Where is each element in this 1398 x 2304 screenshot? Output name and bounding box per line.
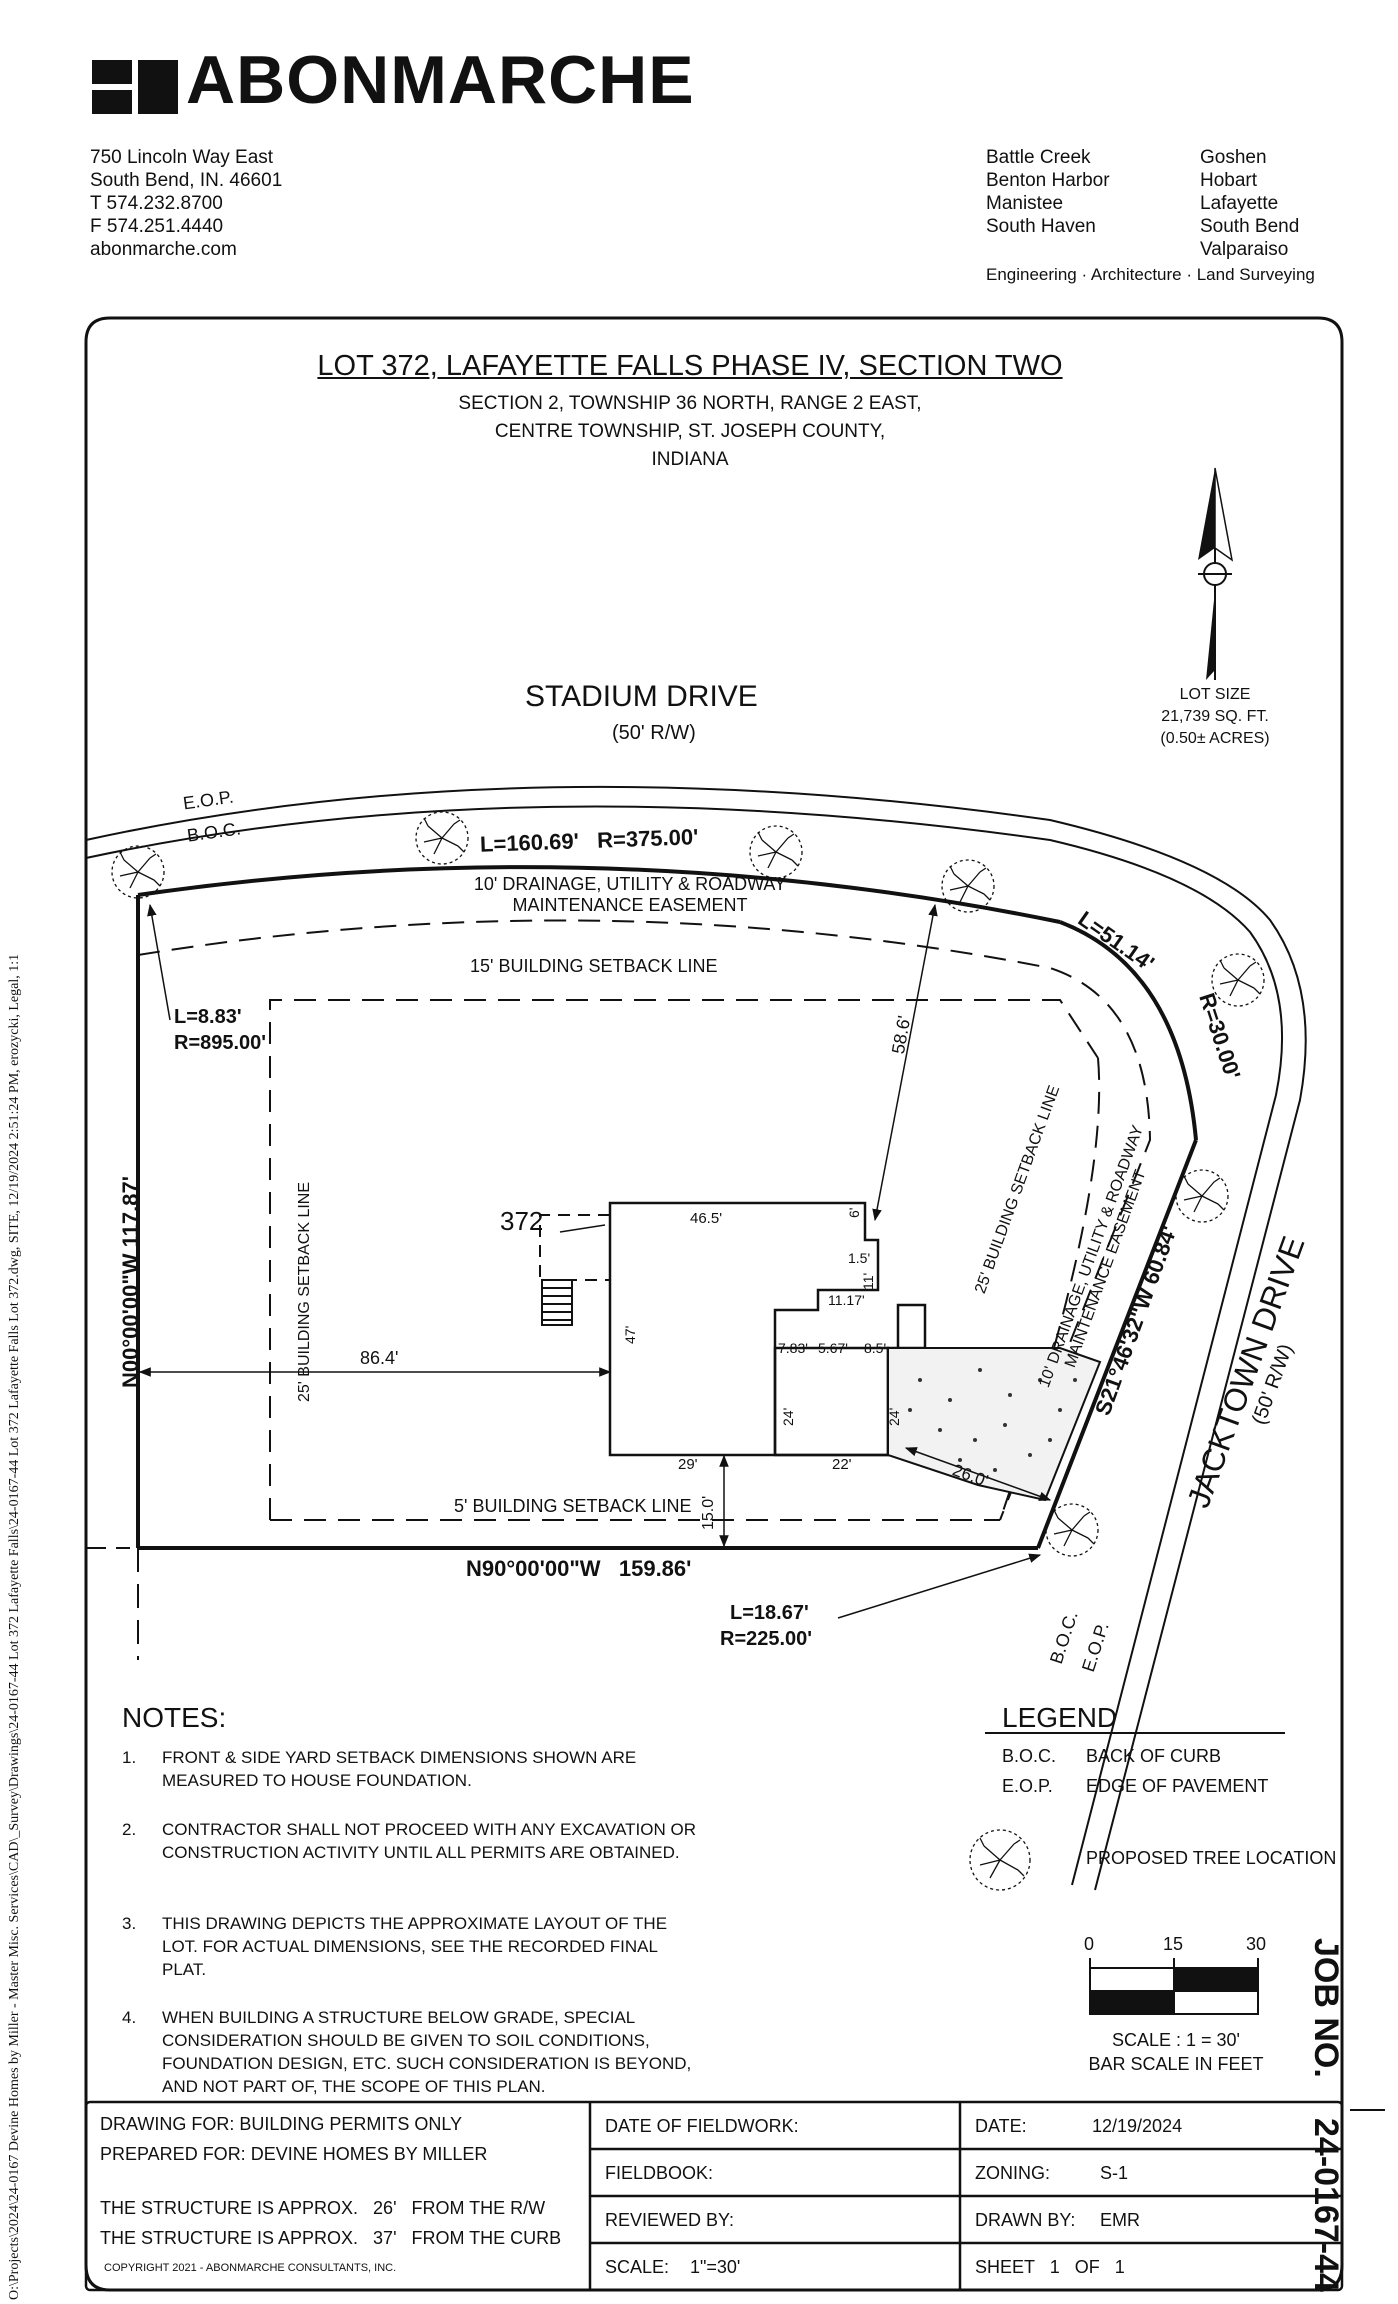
stadium-eop-line <box>85 785 1307 1891</box>
township-line: CENTRE TOWNSHIP, ST. JOSEPH COUNTY, <box>494 421 886 442</box>
lot-title: LOT 372, LAFAYETTE FALLS PHASE IV, SECTI… <box>317 350 1063 382</box>
dim-47: 47' <box>622 1325 638 1344</box>
west-bearing-label: N00°00'00"W 117.87' <box>118 1176 143 1388</box>
drawing-for: DRAWING FOR: BUILDING PERMITS ONLY <box>100 2114 463 2134</box>
dim-6: 6' <box>846 1207 862 1218</box>
dim-29: 29' <box>678 1456 698 1473</box>
sheet-number: SHEET 1 OF 1 <box>975 2257 1125 2277</box>
dim-11: 11' <box>860 1272 876 1290</box>
setback-15-label: 15' BUILDING SETBACK LINE <box>470 956 718 976</box>
lot-number: 372 <box>500 1206 544 1236</box>
notes-heading: NOTES: <box>122 1702 227 1733</box>
legend-boc-abbr: B.O.C. <box>1002 1746 1057 1766</box>
south-bearing-label: N90°00'00"W 159.86' <box>466 1556 692 1581</box>
dim-5-67: 5.67' <box>818 1340 848 1356</box>
stadium-boc-line <box>85 805 1284 1886</box>
dim-22: 22' <box>832 1456 852 1473</box>
prepared-for: PREPARED FOR: DEVINE HOMES BY MILLER <box>100 2144 488 2164</box>
dim-46-5: 46.5' <box>690 1210 723 1227</box>
state-line: INDIANA <box>651 449 729 470</box>
lot-size-block: LOT SIZE 21,739 SQ. FT. (0.50± ACRES) <box>1160 686 1270 747</box>
date-label: DATE: <box>975 2116 1027 2136</box>
legend-heading: LEGEND <box>1002 1702 1118 1733</box>
legend-tree-text: PROPOSED TREE LOCATION <box>1086 1848 1337 1868</box>
scale-text: SCALE : 1 = 30' <box>1111 2030 1240 2050</box>
scale-label: SCALE: <box>605 2257 670 2277</box>
structure-from-rw: THE STRUCTURE IS APPROX. 26' FROM THE R/… <box>100 2198 546 2218</box>
stadium-drive-label: STADIUM DRIVE <box>525 680 758 713</box>
garage-outline <box>773 1346 890 1457</box>
drawn-by-label: DRAWN BY: <box>975 2210 1076 2230</box>
dim-8-5: 8.5' <box>864 1340 887 1356</box>
title-block-grid <box>84 2100 1344 2292</box>
scale-bar <box>1089 1958 1259 2015</box>
fieldbook-label: FIELDBOOK: <box>605 2163 714 2183</box>
dim-26-line <box>904 1447 1052 1501</box>
dim-15-0: 15.0' <box>700 1495 717 1530</box>
entry-steps <box>541 1279 573 1326</box>
dim-24-b: 24' <box>886 1407 902 1426</box>
dim-58-line <box>872 903 938 1222</box>
dim-1-5: 1.5' <box>848 1250 871 1266</box>
scale-tick-30: 30 <box>1246 1934 1267 1954</box>
job-number-label: JOB NO. <box>1307 1938 1345 2078</box>
dim-24-a: 24' <box>780 1407 796 1426</box>
north-arrow-icon <box>1198 467 1234 680</box>
tree-icons <box>111 811 1265 1557</box>
office-list-2: Goshen Hobart Lafayette South Bend Valpa… <box>1200 147 1300 260</box>
porch-outline <box>539 1214 610 1281</box>
section-line: SECTION 2, TOWNSHIP 36 NORTH, RANGE 2 EA… <box>458 393 922 414</box>
date-of-fieldwork-label: DATE OF FIELDWORK: <box>605 2116 799 2136</box>
scale-units: BAR SCALE IN FEET <box>1088 2054 1264 2074</box>
legend-eop-text: EDGE OF PAVEMENT <box>1086 1776 1269 1796</box>
zoning-label: ZONING: <box>975 2163 1050 2183</box>
zoning-value: S-1 <box>1100 2163 1129 2183</box>
stadium-rw-label: (50' R/W) <box>612 722 696 744</box>
setback-25-west-label: 25' BUILDING SETBACK LINE <box>296 1181 313 1402</box>
north-easement-label: 10' DRAINAGE, UTILITY & ROADWAY MAINTENA… <box>473 874 787 915</box>
south-curve-length: L=18.67' <box>730 1602 809 1624</box>
south-curve-radius: R=225.00' <box>720 1628 813 1650</box>
setback-5-label: 5' BUILDING SETBACK LINE <box>454 1496 692 1516</box>
company-website[interactable]: abonmarche.com <box>90 239 237 260</box>
east-property-line <box>1036 1139 1198 1549</box>
date-value: 12/19/2024 <box>1092 2116 1183 2136</box>
scale-tick-15: 15 <box>1163 1934 1184 1954</box>
lot-number-leader <box>559 1224 606 1233</box>
setback-15-line <box>269 999 1099 1520</box>
services-tagline: Engineering · Architecture · Land Survey… <box>986 265 1315 284</box>
legend-tree-icon <box>969 1829 1031 1891</box>
drawn-by-value: EMR <box>1100 2210 1140 2230</box>
structure-from-curb: THE STRUCTURE IS APPROX. 37' FROM THE CU… <box>100 2228 562 2248</box>
west-curve-length: L=8.83' <box>174 1006 242 1028</box>
dim-7-83: 7.83' <box>778 1340 808 1356</box>
scale-value: 1"=30' <box>690 2257 741 2277</box>
copyright: COPYRIGHT 2021 - ABONMARCHE CONSULTANTS,… <box>104 2262 397 2274</box>
office-list-1: Battle Creek Benton Harbor Manistee Sout… <box>986 147 1110 237</box>
dim-11-17: 11.17' <box>828 1292 865 1308</box>
house-footprint <box>608 1201 927 1457</box>
west-curve-radius: R=895.00' <box>174 1032 267 1054</box>
company-name: ABONMARCHE <box>186 42 695 118</box>
legend-boc-text: BACK OF CURB <box>1086 1746 1222 1766</box>
north-property-line <box>137 865 1061 924</box>
legend-eop-abbr: E.O.P. <box>1002 1776 1053 1796</box>
leader-south-curve <box>837 1553 1042 1619</box>
driveway <box>887 1347 1102 1502</box>
reviewed-by-label: REVIEWED BY: <box>605 2210 735 2230</box>
corner-property-curve <box>1059 920 1198 1141</box>
leader-west-curve <box>147 903 171 1021</box>
company-address: 750 Lincoln Way East South Bend, IN. 466… <box>90 147 283 260</box>
north-easement-line <box>137 919 1152 1521</box>
legend-rule <box>985 1732 1285 1734</box>
abonmarche-logo-mark <box>92 60 178 114</box>
dim-86-4: 86.4' <box>360 1348 399 1368</box>
scale-tick-0: 0 <box>1084 1934 1095 1954</box>
job-number: 24-0167-44 <box>1307 2118 1345 2292</box>
